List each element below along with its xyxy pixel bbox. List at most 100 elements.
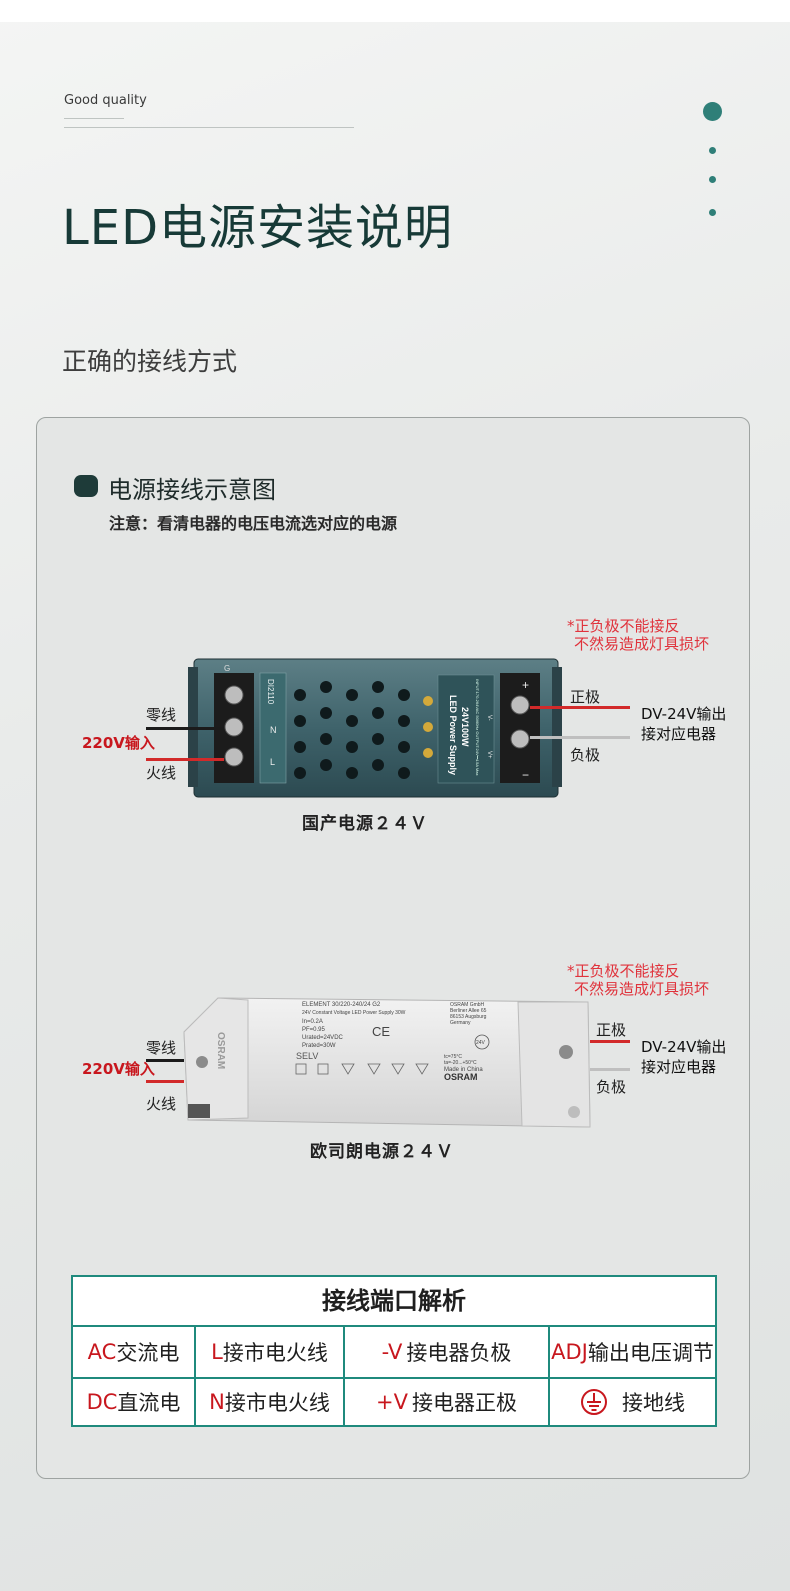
device2-voltage-badge: 24V bbox=[476, 1040, 486, 1046]
live-label-2: 火线 bbox=[146, 1095, 177, 1113]
device2-prated: Prated=30W bbox=[302, 1043, 336, 1049]
device2-country: Germany bbox=[450, 1020, 471, 1026]
positive-wire-2 bbox=[590, 1040, 630, 1043]
caption-2: 欧司朗电源２４Ｖ bbox=[310, 1142, 454, 1162]
page-subtitle: 正确的接线方式 bbox=[62, 347, 238, 376]
negative-wire-2 bbox=[590, 1068, 630, 1071]
input-label-1: 220V输入 bbox=[82, 734, 155, 752]
dot-large bbox=[703, 102, 722, 121]
device2-urated: Urated=24VDC bbox=[302, 1035, 344, 1041]
cell-text: 接电器正极 bbox=[411, 1391, 517, 1415]
output-label-2: DV-24V输出 接对应电器 bbox=[641, 1037, 726, 1077]
warning-line-2: 不然易造成灯具损坏 bbox=[574, 635, 710, 653]
device1-terminal-g: G bbox=[224, 664, 230, 673]
cell-key: N bbox=[209, 1390, 225, 1414]
section-bullet-icon bbox=[74, 475, 98, 497]
top-bar bbox=[0, 0, 790, 22]
output-line-1: DV-24V输出 bbox=[641, 1038, 727, 1056]
device2-side-brand: OSRAM bbox=[215, 1032, 226, 1069]
device2-addr1: Berliner Allee 65 bbox=[450, 1008, 487, 1014]
device1-terminal-plus: + bbox=[522, 678, 529, 692]
dot-small bbox=[709, 176, 716, 183]
positive-wire-1 bbox=[530, 706, 630, 709]
negative-label-2: 负极 bbox=[596, 1078, 627, 1096]
warning-line-1: *正负极不能接反 bbox=[567, 962, 680, 980]
live-label-1: 火线 bbox=[146, 764, 177, 782]
warning-line-2: 不然易造成灯具损坏 bbox=[574, 980, 710, 998]
neutral-label-1: 零线 bbox=[146, 706, 177, 724]
negative-wire-1 bbox=[530, 736, 630, 739]
dot-small bbox=[709, 209, 716, 216]
neutral-wire-2 bbox=[146, 1059, 184, 1062]
device1-terminal-minus: − bbox=[522, 768, 529, 782]
output-line-2: 接对应电器 bbox=[641, 725, 717, 743]
cell-key: DC bbox=[86, 1390, 118, 1414]
section-title: 电源接线示意图 bbox=[108, 476, 276, 504]
cell-key: AC bbox=[87, 1340, 117, 1364]
device1-spec-text: INPUT:170-264VAC 50/60Hz OUTPUT:24V⎓4.5A… bbox=[475, 679, 480, 776]
device1-code-text: DI2110 bbox=[266, 679, 275, 705]
positive-label-1: 正极 bbox=[570, 688, 601, 706]
power-supply-1-image: LED Power Supply 24V100W INPUT:170-264VA… bbox=[188, 658, 562, 798]
device2-ta: ta=-20...+50°C bbox=[444, 1060, 477, 1066]
device1-model-text: LED Power Supply bbox=[448, 695, 458, 775]
cell-text: 接地线 bbox=[622, 1391, 685, 1415]
device1-terminal-vplus: V+ bbox=[486, 751, 492, 759]
device2-maker: OSRAM GmbH bbox=[450, 1002, 485, 1008]
cell-text: 交流电 bbox=[116, 1341, 180, 1365]
section-note: 注意：看清电器的电压电流选对应的电源 bbox=[109, 514, 398, 533]
device2-addr2: 86153 Augsburg bbox=[450, 1014, 487, 1020]
device1-terminal-l: L bbox=[270, 757, 275, 767]
device2-in: In=0.2A bbox=[302, 1019, 323, 1025]
dot-small bbox=[709, 147, 716, 154]
positive-label-2: 正极 bbox=[596, 1021, 627, 1039]
table-cell: 接地线 bbox=[550, 1377, 715, 1425]
ground-icon bbox=[581, 1389, 607, 1415]
device1-terminal-n: N bbox=[270, 725, 277, 735]
warning-1: *正负极不能接反 不然易造成灯具损坏 bbox=[567, 617, 709, 653]
device2-tc: tc=75°C bbox=[444, 1054, 462, 1060]
divider-long bbox=[64, 127, 354, 128]
device2-model: ELEMENT 30/220-240/24 G2 bbox=[302, 1002, 381, 1008]
device1-rating-text: 24V100W bbox=[460, 707, 470, 747]
neutral-wire-1 bbox=[146, 727, 224, 730]
cell-key: ADJ bbox=[551, 1340, 588, 1364]
cell-text: 输出电压调节 bbox=[587, 1341, 714, 1365]
power-supply-2-image: OSRAM ELEMENT 30/220-240/24 G2 24V Const… bbox=[183, 997, 591, 1128]
warning-2: *正负极不能接反 不然易造成灯具损坏 bbox=[567, 962, 709, 998]
negative-label-1: 负极 bbox=[570, 746, 601, 764]
device2-pf: PF=0.95 bbox=[302, 1027, 326, 1033]
cell-text: 接市电火线 bbox=[224, 1391, 330, 1415]
device2-made: Made in China bbox=[444, 1067, 483, 1073]
live-wire-1 bbox=[146, 758, 224, 761]
output-label-1: DV-24V输出 接对应电器 bbox=[641, 704, 726, 744]
divider-short bbox=[64, 118, 124, 119]
caption-1: 国产电源２４Ｖ bbox=[302, 814, 428, 834]
cell-key: +V bbox=[376, 1390, 408, 1414]
page-title: LED电源安装说明 bbox=[62, 200, 454, 256]
output-line-2: 接对应电器 bbox=[641, 1058, 717, 1076]
warning-line-1: *正负极不能接反 bbox=[567, 617, 680, 635]
cell-key: -V bbox=[381, 1340, 403, 1364]
cell-key: L bbox=[211, 1340, 223, 1364]
tagline: Good quality bbox=[64, 93, 147, 108]
cell-text: 直流电 bbox=[117, 1391, 181, 1415]
input-label-2: 220V输入 bbox=[82, 1060, 155, 1078]
device2-brand: OSRAM bbox=[444, 1072, 478, 1082]
cell-text: 接电器负极 bbox=[406, 1341, 512, 1365]
device2-ce: CE bbox=[372, 1024, 390, 1039]
device1-terminal-vminus: V- bbox=[486, 715, 492, 721]
cell-text: 接市电火线 bbox=[222, 1341, 328, 1365]
live-wire-2 bbox=[146, 1080, 184, 1083]
neutral-label-2: 零线 bbox=[146, 1039, 177, 1057]
table-title: 接线端口解析 bbox=[73, 1277, 715, 1327]
output-line-1: DV-24V输出 bbox=[641, 705, 727, 723]
